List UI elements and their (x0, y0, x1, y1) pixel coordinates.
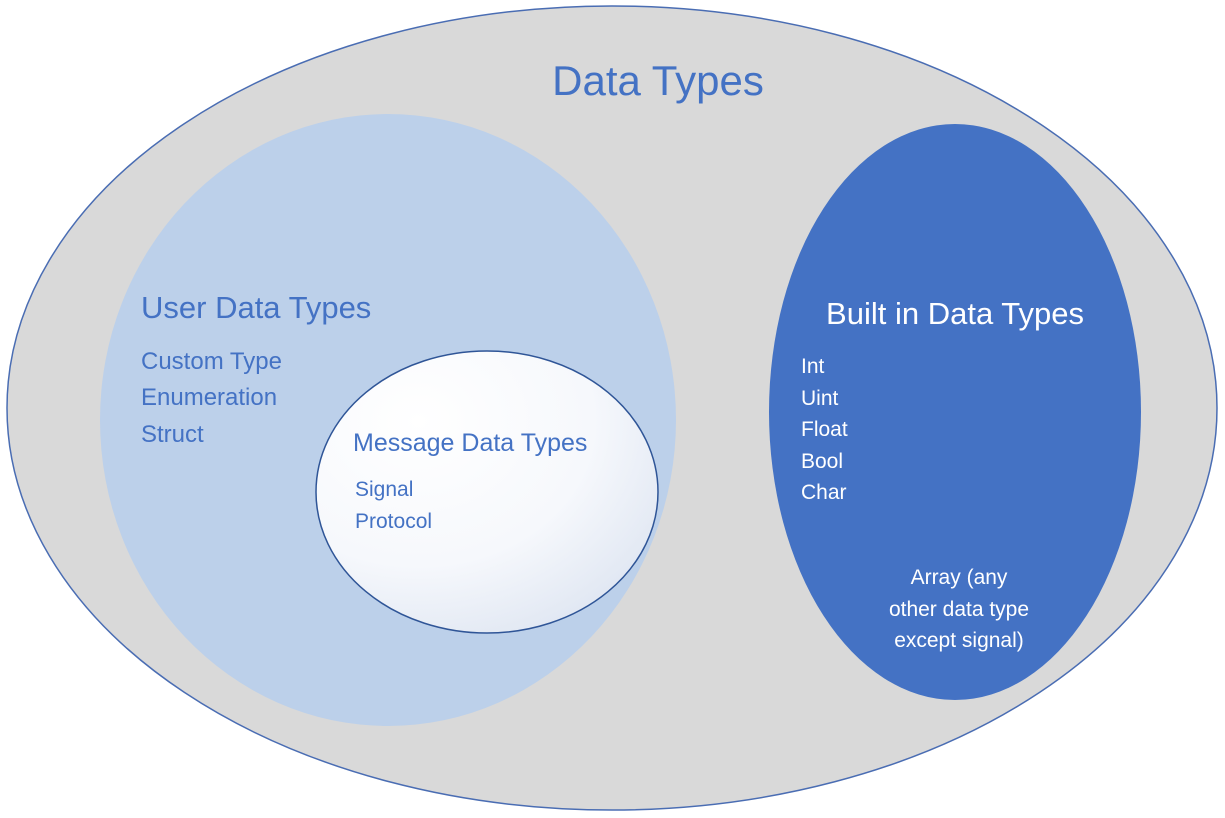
builtin-type-item: Int (801, 355, 825, 378)
message-data-types-ellipse (315, 350, 659, 634)
message-type-item: Protocol (355, 510, 432, 533)
message-types-title: Message Data Types (353, 429, 587, 457)
user-type-item: Struct (141, 421, 204, 448)
outer-title: Data Types (552, 57, 764, 104)
builtin-data-types-ellipse (769, 124, 1141, 700)
builtin-type-item: Uint (801, 387, 839, 410)
user-types-title: User Data Types (141, 290, 371, 325)
builtin-type-item: Char (801, 481, 847, 504)
builtin-note-line: Array (any (911, 566, 1008, 589)
builtin-types-title: Built in Data Types (826, 296, 1084, 331)
user-type-item: Custom Type (141, 348, 282, 375)
builtin-note-line: except signal) (894, 629, 1024, 652)
message-type-item: Signal (355, 478, 413, 501)
user-type-item: Enumeration (141, 384, 277, 411)
builtin-note-line: other data type (889, 598, 1029, 621)
builtin-type-item: Float (801, 418, 848, 441)
builtin-type-item: Bool (801, 450, 843, 473)
